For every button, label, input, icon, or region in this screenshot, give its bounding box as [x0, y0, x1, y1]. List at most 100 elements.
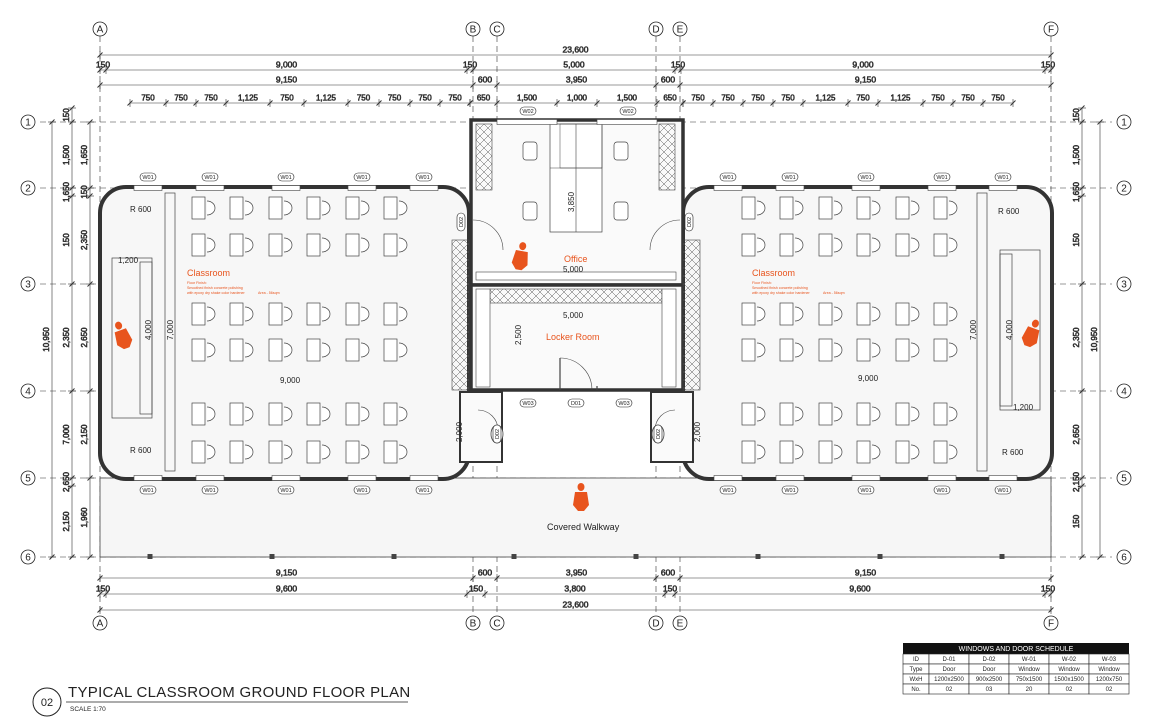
window-tag-label: W01 — [936, 175, 947, 181]
dimension-value: 750 — [691, 94, 705, 103]
walkway-post — [391, 554, 397, 559]
desk-chair — [191, 440, 216, 464]
window-tag-label: W01 — [280, 175, 291, 181]
dim-9000-right: 9,000 — [858, 374, 879, 383]
walkway-post — [755, 554, 761, 559]
desk-chair — [933, 338, 958, 362]
classroom-fittings — [111, 192, 1041, 472]
grid-column-label: F — [1048, 25, 1054, 36]
office-label: Office — [564, 254, 587, 264]
grid-column-label: D — [652, 25, 659, 36]
dimension-value: 150 — [663, 584, 677, 594]
walkway-post — [511, 554, 517, 559]
window-opening — [596, 119, 658, 125]
dimension-value: 600 — [478, 75, 492, 85]
window-tag — [139, 485, 157, 495]
desk-chair — [268, 196, 293, 220]
central-block — [451, 118, 701, 463]
grid-column-label: A — [97, 619, 104, 630]
window-opening — [195, 475, 225, 481]
classroom-left-walls — [98, 185, 471, 481]
grid-bubble — [20, 470, 36, 486]
room-note-area: Area - 56sqm — [258, 291, 280, 295]
grid-bubble — [20, 549, 36, 565]
desk-chair — [191, 402, 216, 426]
opening-tag-label: W03 — [522, 401, 533, 407]
locker-room-label: Locker Room — [546, 332, 600, 342]
desk-chair — [229, 440, 254, 464]
human-figure-icons — [114, 242, 1040, 511]
window-opening — [271, 475, 301, 481]
window-tag-label: W01 — [280, 488, 291, 494]
grid-column-label: C — [493, 25, 500, 36]
window-tag — [277, 485, 295, 495]
dimension-value: 750 — [418, 94, 432, 103]
desk-chair — [191, 196, 216, 220]
grid-bubble — [1116, 549, 1132, 565]
opening-tag-label: W03 — [618, 401, 629, 407]
dim-3850: 3,850 — [567, 191, 576, 212]
dimension-value: 150 — [1072, 108, 1081, 122]
dimension-value: 9,000 — [276, 60, 298, 70]
dimension-value: 2,650 — [62, 471, 71, 492]
desk-chair — [345, 338, 370, 362]
window-tag-label: W01 — [997, 175, 1008, 181]
window-opening — [496, 119, 558, 125]
room-note-area-right: Area - 56sqm — [823, 291, 845, 295]
window-tag — [857, 172, 875, 182]
desk-chair — [779, 402, 804, 426]
dimension-value: 1,960 — [80, 507, 89, 528]
schedule-cell-text: 02 — [1106, 687, 1113, 693]
desk-chair — [383, 196, 408, 220]
dimension-value: 150 — [1041, 60, 1055, 70]
dimension-value: 10,950 — [42, 327, 51, 352]
window-tag — [353, 172, 371, 182]
covered-walkway-label: Covered Walkway — [547, 522, 620, 532]
schedule-cell-text: ID — [913, 657, 920, 663]
grid-bubble — [20, 114, 36, 130]
window-tag-label: W02 — [522, 109, 533, 115]
desk-chair — [856, 196, 881, 220]
grid-row-label: 1 — [1121, 118, 1127, 129]
dimension-value: 23,600 — [563, 45, 589, 55]
window-tag-label: W01 — [418, 488, 429, 494]
opening-tag-label: D01 — [571, 401, 581, 407]
grid-bubble — [20, 180, 36, 196]
desk-chair — [345, 302, 370, 326]
grid-row-label: 1 — [25, 118, 31, 129]
dimension-value: 3,950 — [566, 568, 588, 578]
dimension-value: 150 — [1072, 514, 1081, 528]
window-tag-label: W01 — [722, 175, 733, 181]
dimension-value: 1,500 — [1072, 144, 1081, 165]
schedule-cell-text: 1200x2500 — [934, 677, 964, 683]
window-opening — [988, 185, 1018, 191]
desk-chair — [306, 233, 331, 257]
desk-chair — [229, 302, 254, 326]
desk-chair — [229, 233, 254, 257]
dimension-value: 750 — [721, 94, 735, 103]
dimension-value: 1,500 — [62, 144, 71, 165]
window-opening — [347, 475, 377, 481]
schedule-cell-text: Window — [1098, 667, 1120, 673]
window-tag — [519, 106, 537, 116]
dimension-value: 3,950 — [566, 75, 588, 85]
dimension-value: 1,650 — [1072, 181, 1081, 202]
window-opening — [775, 475, 805, 481]
desk-chair — [818, 338, 843, 362]
grid-row-label: 2 — [1121, 184, 1127, 195]
dimension-value: 150 — [469, 584, 483, 594]
window-tag-label: W01 — [418, 175, 429, 181]
desk-chair — [191, 233, 216, 257]
dimension-value: 750 — [448, 94, 462, 103]
desk-chair — [741, 302, 766, 326]
grid-bubble — [672, 615, 688, 631]
grid-bubble — [489, 615, 505, 631]
classroom-left-label: Classroom — [187, 268, 230, 278]
desk-chair — [856, 440, 881, 464]
window-opening — [851, 185, 881, 191]
dimension-value: 750 — [388, 94, 402, 103]
desk-chair — [779, 196, 804, 220]
walkway-posts — [147, 554, 1005, 559]
dimension-value: 750 — [280, 94, 294, 103]
desk-chair — [741, 196, 766, 220]
